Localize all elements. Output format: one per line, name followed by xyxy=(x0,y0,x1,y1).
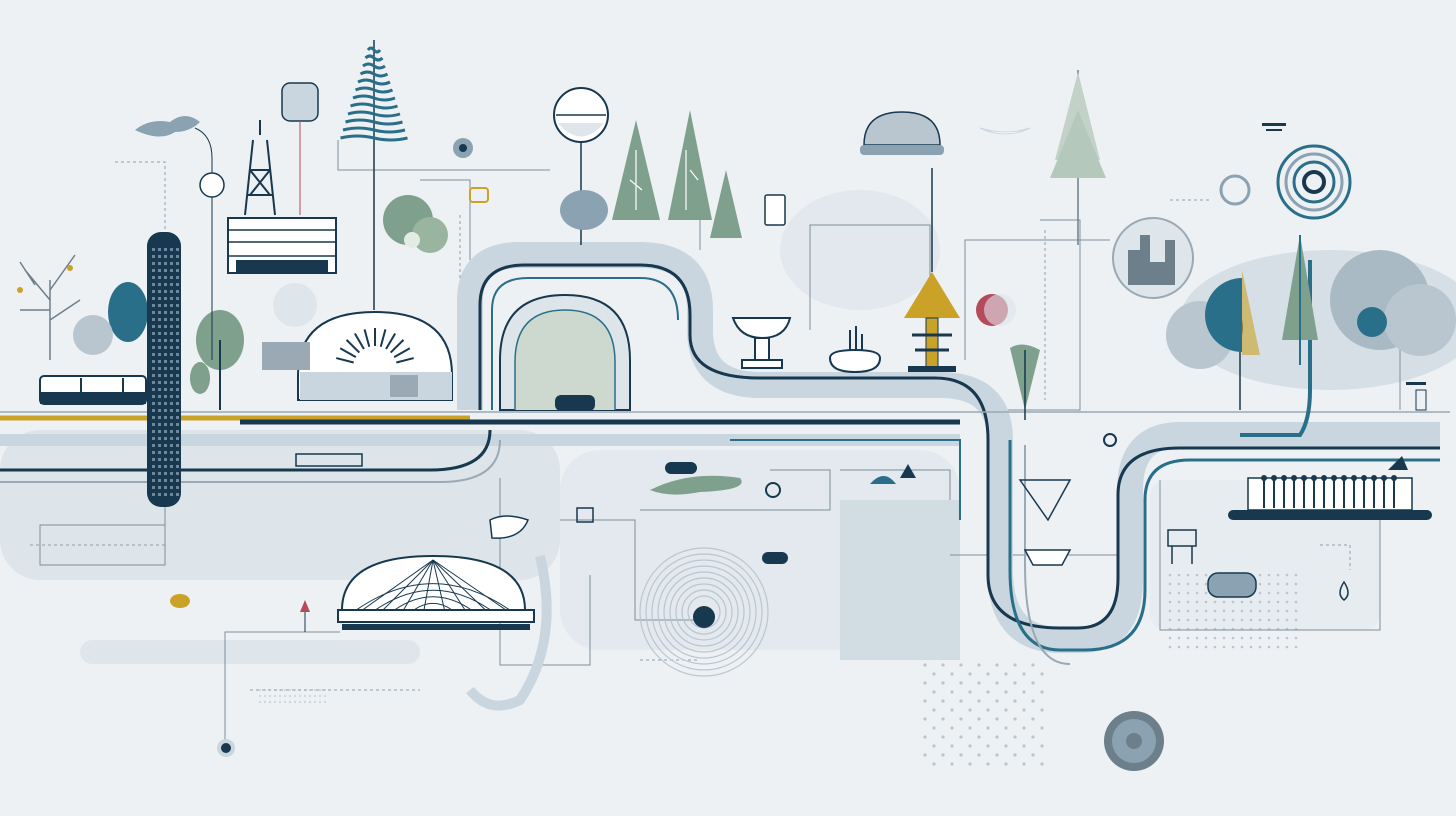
radar-rings-icon xyxy=(639,547,769,677)
sage-tree-icon xyxy=(273,195,448,327)
right-forest xyxy=(1166,235,1456,410)
factory-icon xyxy=(227,217,337,274)
tree-icon xyxy=(73,282,244,410)
dome-building-icon xyxy=(262,310,453,401)
tower-building-icon xyxy=(147,232,181,507)
train-icon xyxy=(39,375,147,405)
helmet-dome-icon xyxy=(860,111,944,155)
circuit-lines xyxy=(39,140,1401,745)
bare-tree-icon xyxy=(19,254,81,360)
lantern-icon xyxy=(281,82,319,215)
pagoda-icon xyxy=(904,168,960,372)
pin-icon xyxy=(553,87,609,245)
rosette-icon xyxy=(1104,711,1164,771)
bridge-icon xyxy=(1228,456,1432,520)
right-pine-icon xyxy=(1050,70,1106,245)
stadium-dome-icon xyxy=(337,554,535,630)
cloud-icon xyxy=(135,116,225,360)
small-decor xyxy=(170,123,1427,757)
arch-tunnel-icon xyxy=(499,293,631,411)
fountain-icon xyxy=(731,317,882,374)
globe-icon xyxy=(1112,217,1194,299)
lattice-tower-icon xyxy=(244,120,276,216)
dot-fields xyxy=(259,573,1298,766)
target-rings-icon xyxy=(1219,144,1352,220)
dashed-lines xyxy=(30,161,1351,691)
conifer-trees xyxy=(612,110,742,238)
background-washes xyxy=(0,190,1456,664)
pine-tree-icon xyxy=(340,40,408,310)
rail-network xyxy=(0,242,1450,711)
